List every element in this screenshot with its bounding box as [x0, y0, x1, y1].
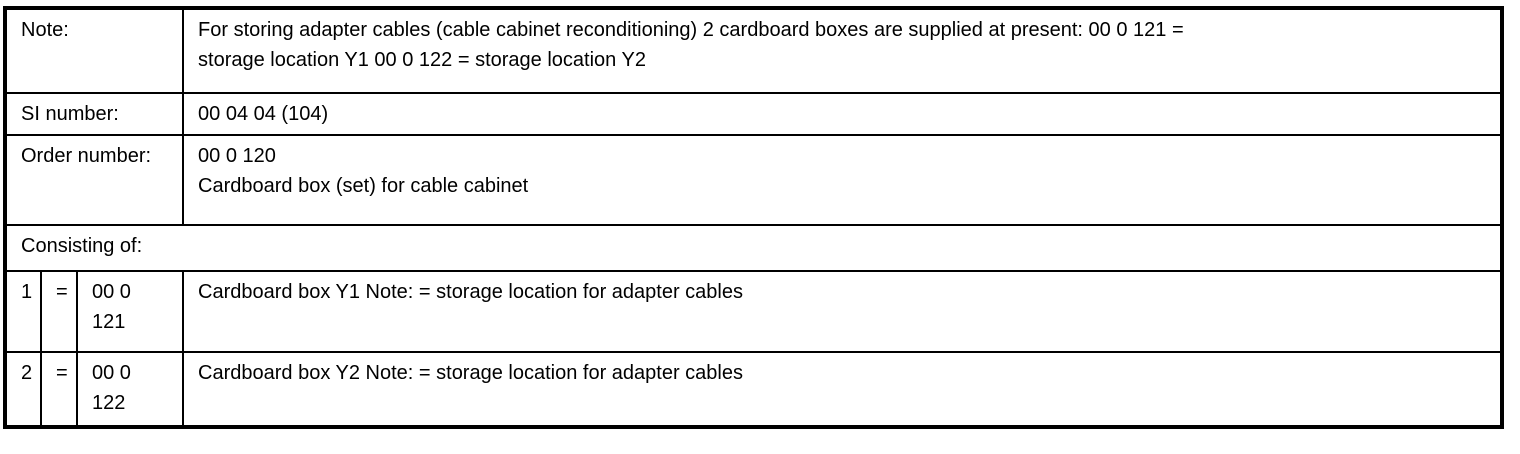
note-label: Note:: [3, 7, 185, 94]
item-description: Cardboard box Y2 Note: = storage locatio…: [182, 351, 1503, 428]
parts-info-table: Note: For storing adapter cables (cable …: [3, 6, 1504, 429]
si-number-label: SI number:: [3, 92, 185, 136]
note-value-cell: For storing adapter cables (cable cabine…: [182, 7, 1503, 94]
item-row: 2 = 00 0 122 Cardboard box Y2 Note: = st…: [4, 351, 1503, 428]
note-row: Note: For storing adapter cables (cable …: [3, 7, 1503, 94]
item-part-number: 00 0 121: [75, 270, 185, 353]
order-number-description: Cardboard box (set) for cable cabinet: [198, 175, 529, 197]
consisting-of-label: Consisting of:: [4, 224, 1503, 272]
order-number-value-cell: 00 0 120 Cardboard box (set) for cable c…: [182, 134, 1503, 226]
si-number-value: 00 04 04 (104): [182, 92, 1503, 136]
note-text: For storing adapter cables (cable cabine…: [198, 19, 1184, 71]
order-number-value: 00 0 120: [198, 145, 276, 167]
order-number-row: Order number: 00 0 120 Cardboard box (se…: [3, 134, 1503, 226]
item-row: 1 = 00 0 121 Cardboard box Y1 Note: = st…: [4, 270, 1503, 353]
item-description: Cardboard box Y1 Note: = storage locatio…: [182, 270, 1503, 353]
item-position: 1: [4, 270, 42, 353]
item-equals: =: [40, 351, 78, 428]
item-equals: =: [40, 270, 78, 353]
item-position: 2: [4, 351, 42, 428]
order-number-label: Order number:: [3, 134, 185, 226]
item-part-number: 00 0 122: [75, 351, 185, 428]
si-number-row: SI number: 00 04 04 (104): [3, 92, 1503, 136]
consisting-of-row: Consisting of:: [4, 224, 1503, 272]
